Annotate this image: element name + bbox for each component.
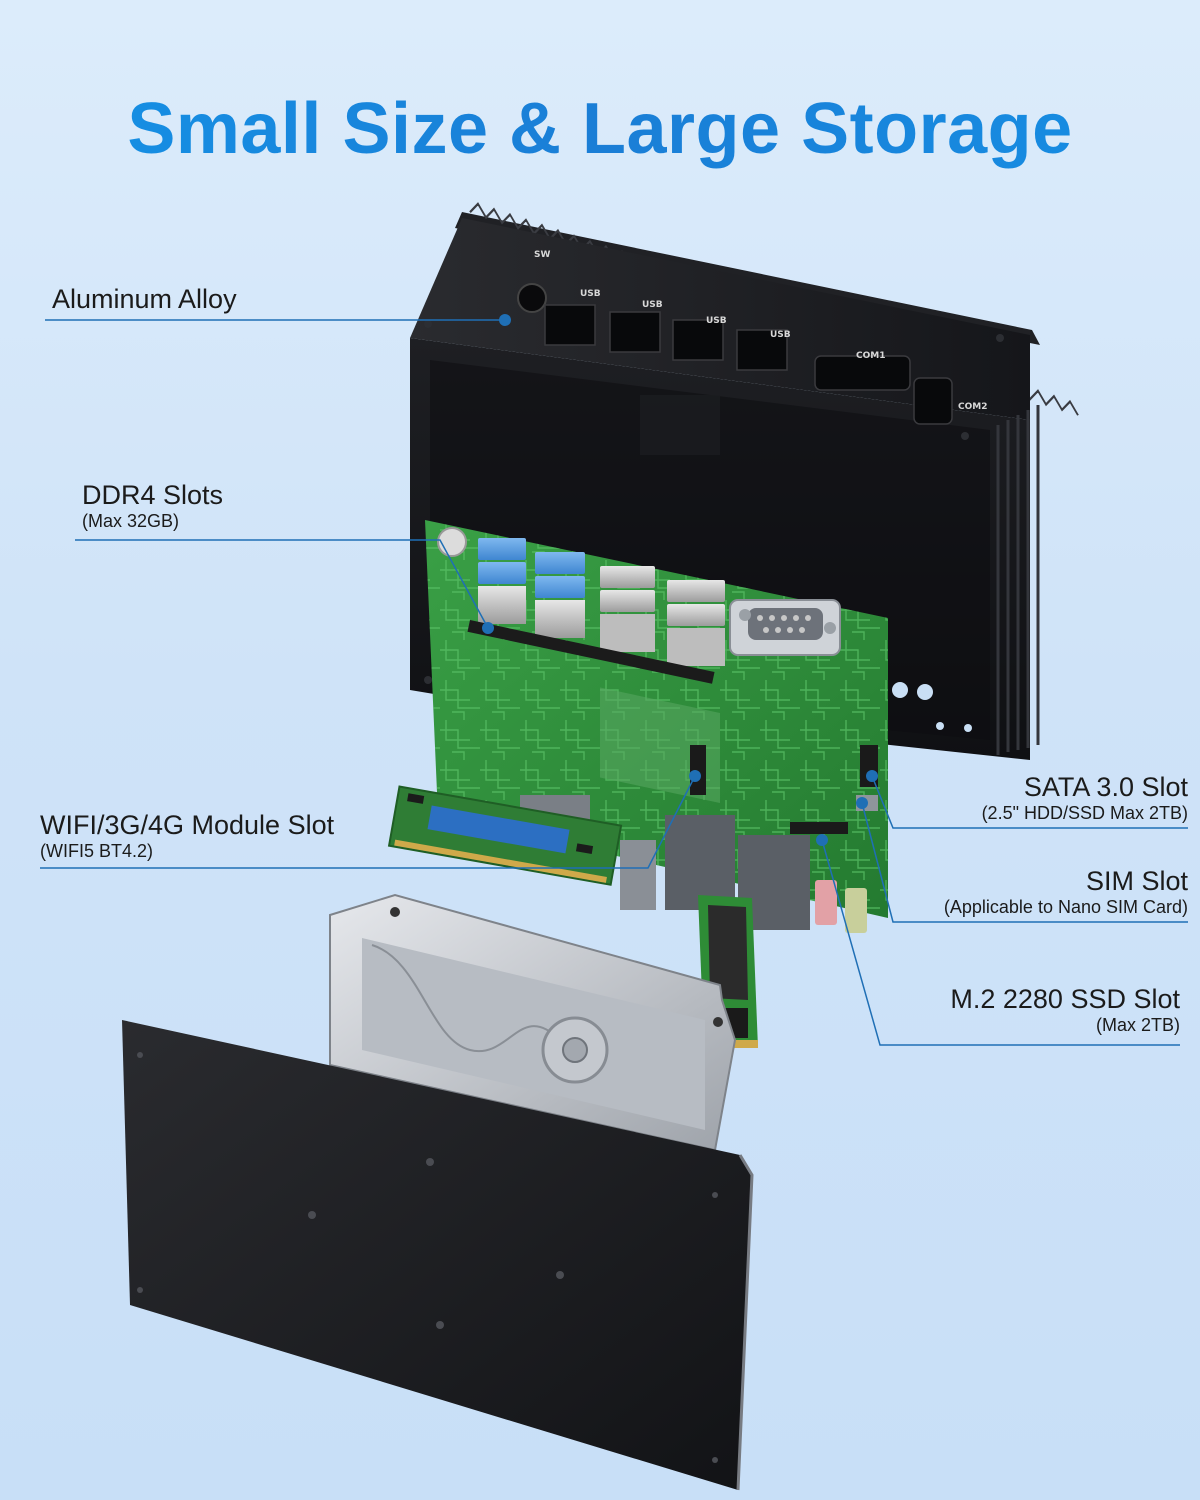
m2-slot — [790, 822, 848, 834]
callout-m2-detail: (Max 2TB) — [1095, 1015, 1180, 1035]
page-title: Small Size & Large Storage — [0, 88, 1200, 170]
case-usb-port-1 — [544, 304, 596, 346]
callout-dot-m2 — [816, 834, 828, 846]
port-label-usb-2: USB — [642, 300, 663, 310]
callout-dot-ddr4 — [482, 622, 494, 634]
callout-dot-sim — [856, 797, 868, 809]
ram-module — [387, 785, 623, 886]
wifi-slot — [690, 745, 706, 795]
callout-dot-wifi — [689, 770, 701, 782]
case-usb-port-4 — [736, 329, 788, 371]
callout-wifi-label: WIFI/3G/4G Module Slot — [40, 810, 335, 840]
callout-dot-sata — [866, 770, 878, 782]
callout-ddr4-slots: DDR4 Slots (Max 32GB) — [82, 480, 223, 532]
callout-wifi-module: WIFI/3G/4G Module Slot (WIFI5 BT4.2) — [40, 810, 334, 862]
port-label-com2: COM2 — [958, 402, 987, 412]
callout-ddr4-label: DDR4 Slots — [82, 480, 224, 510]
callout-sim-slot: SIM Slot (Applicable to Nano SIM Card) — [944, 866, 1188, 918]
callout-m2-label: M.2 2280 SSD Slot — [950, 984, 1180, 1014]
callout-sata-detail: (2.5" HDD/SSD Max 2TB) — [981, 803, 1188, 823]
callout-sim-detail: (Applicable to Nano SIM Card) — [943, 897, 1188, 917]
power-switch-icon — [517, 283, 547, 313]
callout-lines — [40, 319, 1188, 1046]
port-label-usb-1: USB — [580, 289, 601, 299]
board-usb-ports — [478, 538, 725, 666]
callout-aluminum-label: Aluminum Alloy — [52, 284, 237, 314]
audio-jack-green — [845, 888, 867, 933]
case-com1-port — [814, 355, 911, 391]
port-label-usb-3: USB — [706, 316, 727, 326]
port-label-usb-4: USB — [770, 330, 791, 340]
cmos-battery — [437, 527, 467, 557]
callout-sata-slot: SATA 3.0 Slot (2.5" HDD/SSD Max 2TB) — [982, 772, 1188, 824]
case-usb-port-2 — [609, 311, 661, 353]
callout-wifi-detail: (WIFI5 BT4.2) — [40, 841, 154, 861]
callout-ddr4-detail: (Max 32GB) — [82, 511, 180, 531]
board-com-port — [729, 599, 841, 656]
callout-dot-aluminum — [499, 314, 511, 326]
case-com2-port — [913, 377, 953, 425]
callout-m2-slot: M.2 2280 SSD Slot (Max 2TB) — [950, 984, 1180, 1036]
callout-aluminum-alloy: Aluminum Alloy — [52, 284, 237, 314]
hdd-bracket — [329, 893, 737, 1152]
case-usb-port-3 — [672, 319, 724, 361]
callout-sata-label: SATA 3.0 Slot — [1023, 772, 1188, 802]
port-label-com1: COM1 — [856, 351, 885, 361]
callout-sim-label: SIM Slot — [1085, 866, 1188, 896]
port-label-sw: SW — [534, 250, 550, 260]
ddr4-slot — [467, 619, 715, 684]
bottom-plate — [122, 1020, 754, 1491]
audio-jack-pink — [815, 880, 837, 925]
lan-ports — [520, 795, 810, 930]
